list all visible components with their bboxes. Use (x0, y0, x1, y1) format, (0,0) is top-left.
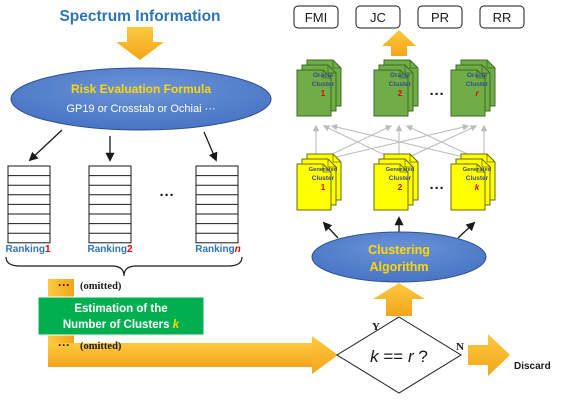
cluster-line-2: Cluster (466, 81, 489, 88)
arrow-to-metrics (382, 30, 416, 56)
metric-label: FMI (305, 10, 327, 25)
arrow-to-ranking-n (203, 131, 218, 162)
cluster-line-1: Oracle (467, 72, 488, 79)
cluster-index: 2 (398, 183, 403, 192)
arrow-to-discard (468, 334, 510, 376)
decision-text: k == r ? (370, 347, 428, 366)
clustering-ellipse (311, 231, 487, 283)
risk-formula-options: GP19 or Crosstab or Ochiai ··· (66, 103, 215, 115)
omitted-dots-1: ··· (58, 278, 70, 292)
metric-label: RR (493, 10, 512, 25)
yes-label: Y (372, 321, 380, 333)
clustering-line-1: Clustering (368, 243, 430, 257)
ranking-table-2 (88, 165, 132, 244)
cluster-line-2: Cluster (312, 81, 335, 88)
metric-box-jc: JC (355, 5, 401, 29)
metric-boxes: FMI JC PR RR (293, 5, 525, 29)
ranking-table-1 (7, 165, 51, 244)
risk-formula-title: Risk Evaluation Formula (71, 82, 211, 96)
cluster-index: 2 (398, 89, 403, 98)
orange-flow-arrowhead (312, 336, 338, 374)
omitted-dots-2: ··· (58, 338, 70, 352)
cluster-index: k (475, 183, 480, 192)
cross-arrow (322, 125, 392, 159)
decision-diamond (336, 316, 462, 394)
ranking-label-1: Ranking1 (5, 244, 50, 255)
cross-arrow (405, 125, 477, 159)
metric-label: PR (431, 10, 449, 25)
omitted-note-1: (omitted) (80, 281, 122, 292)
cluster-line-1: Oracle (313, 72, 334, 79)
cluster-index: 1 (321, 89, 326, 98)
cluster-line-1: Oracle (390, 72, 411, 79)
arrow-clustering-to-gen-k (457, 221, 476, 239)
orange-flow-horizontal (48, 343, 316, 367)
omitted-note-2: (omitted) (80, 341, 122, 352)
cross-arrow (330, 123, 469, 159)
arrow-clustering-to-gen-1 (322, 221, 339, 239)
cluster-line-1: Generated (463, 167, 492, 173)
no-label: N (456, 341, 464, 353)
clustering-line-2: Algorithm (369, 260, 428, 274)
risk-formula-ellipse (10, 67, 272, 131)
cluster-line-2: Cluster (389, 81, 412, 88)
cross-arrows (312, 123, 488, 159)
cluster-line-2: Cluster (312, 175, 335, 182)
ranking-brace (5, 256, 243, 277)
estimation-line-2: Number of Clusters k (63, 319, 180, 331)
metric-box-rr: RR (479, 5, 525, 29)
metric-box-pr: PR (417, 5, 463, 29)
cluster-line-1: Generated (386, 167, 415, 173)
ranking-tables (7, 165, 239, 244)
metric-label: JC (370, 10, 386, 25)
generated-clusters: GeneratedCluster1GeneratedCluster2Genera… (296, 153, 496, 211)
cluster-index: r (475, 89, 479, 98)
arrow-spectrum-to-formula (116, 27, 164, 60)
generated-ellipsis: ··· (430, 180, 445, 197)
cluster-line-1: Generated (309, 167, 338, 173)
oracle-clusters: OracleCluster1OracleCluster2OracleCluste… (296, 59, 496, 117)
cluster-line-2: Cluster (389, 175, 412, 182)
discard-label: Discard (514, 361, 551, 372)
estimation-box (37, 296, 205, 336)
arrow-decision-to-clustering (373, 283, 425, 316)
cluster-index: 1 (321, 183, 326, 192)
cluster-line-2: Cluster (466, 175, 489, 182)
metric-box-fmi: FMI (293, 5, 339, 29)
ranking-ellipsis: ··· (160, 187, 175, 204)
oracle-ellipsis: ··· (430, 86, 445, 103)
ranking-label-n: Rankingn (195, 244, 241, 255)
estimation-line-1: Estimation of the (74, 303, 167, 315)
ranking-table-3 (195, 165, 239, 244)
spectrum-info-title: Spectrum Information (59, 8, 220, 25)
arrow-to-ranking-1 (28, 129, 63, 162)
ranking-label-2: Ranking2 (87, 244, 132, 255)
